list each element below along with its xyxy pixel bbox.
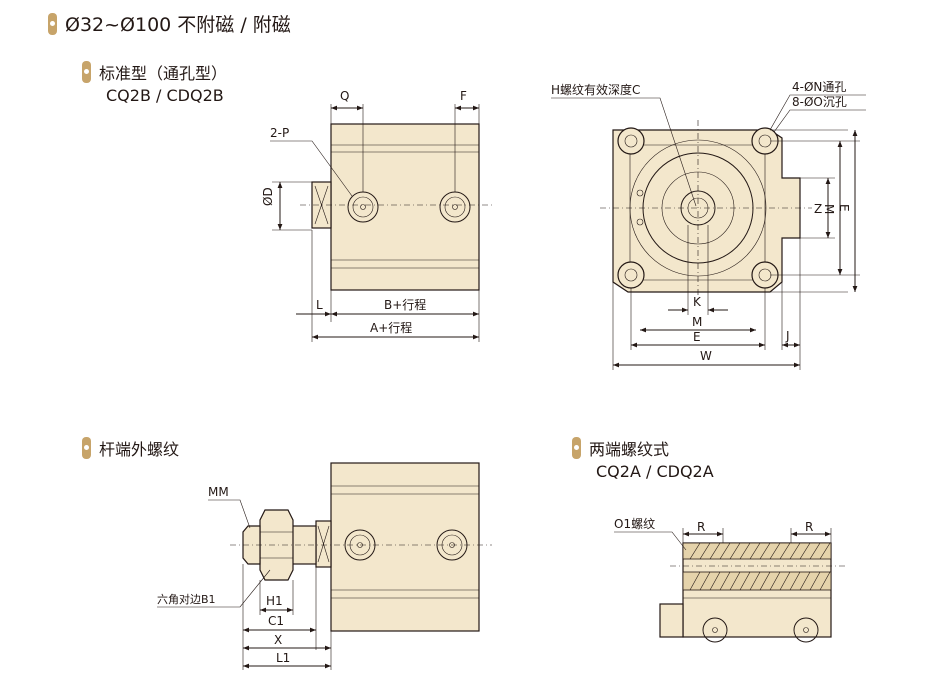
dim-e-vertical: E xyxy=(837,204,851,212)
dim-8o: 8-ØO沉孔 xyxy=(792,95,847,109)
cylinder-body xyxy=(330,462,480,632)
hex-nut xyxy=(259,509,294,581)
standard-side-view: Q F 2-P ØD L B+行程 A+行程 xyxy=(261,89,492,342)
dim-x: X xyxy=(274,633,282,647)
section-rod-end-title: 杆端外螺纹 xyxy=(99,440,180,459)
bullet-icon xyxy=(82,437,91,459)
cylinder-body xyxy=(330,123,480,291)
corner-hole-bl xyxy=(617,261,645,289)
section-both-ends-heading: 两端螺纹式 xyxy=(572,436,669,460)
section-standard-title: 标准型（通孔型） xyxy=(99,64,228,83)
dim-f: F xyxy=(460,89,467,103)
dim-r-right: R xyxy=(805,520,813,534)
rod-stub xyxy=(659,603,684,638)
dim-j: J xyxy=(785,329,790,343)
dim-b-stroke: B+行程 xyxy=(384,297,426,312)
section-standard-heading: 标准型（通孔型） xyxy=(82,60,227,84)
thread-hatching-mid xyxy=(682,571,832,591)
port-circle-left xyxy=(702,617,728,643)
dim-m-horizontal: M xyxy=(692,315,702,329)
bullet-icon xyxy=(82,61,91,83)
dim-o1: O1螺纹 xyxy=(614,517,655,531)
thread-end xyxy=(242,525,261,565)
dim-h-thread: H螺纹有效深度C xyxy=(551,82,640,97)
corner-hole-tl xyxy=(617,127,645,155)
dim-2p: 2-P xyxy=(270,126,289,140)
dim-q: Q xyxy=(340,89,349,103)
page-heading: Ø32~Ø100 不附磁 / 附磁 xyxy=(48,10,291,37)
section-both-ends-title: 两端螺纹式 xyxy=(589,440,670,459)
dim-mm: MM xyxy=(208,485,229,499)
section-both-ends-model: CQ2A / CDQ2A xyxy=(596,462,714,481)
port-circle-left xyxy=(347,191,379,223)
section-standard-model: CQ2B / CDQ2B xyxy=(106,86,224,105)
dim-z: Z xyxy=(814,202,822,216)
dim-m-vertical: M xyxy=(822,204,836,214)
dim-l1: L1 xyxy=(276,651,290,665)
both-ends-view: R R O1螺纹 xyxy=(614,517,845,643)
dim-w: W xyxy=(700,349,712,363)
page-title: Ø32~Ø100 不附磁 / 附磁 xyxy=(65,14,291,36)
rod-end-view: MM 六角对边B1 H1 C1 X L1 xyxy=(157,462,492,670)
port-circle-right xyxy=(436,529,468,561)
dim-e-horizontal: E xyxy=(693,330,701,344)
thread-hatching-top xyxy=(682,542,832,560)
dim-hex: 六角对边B1 xyxy=(157,592,216,606)
port-circle-left xyxy=(344,529,376,561)
dim-c1: C1 xyxy=(268,614,284,628)
dim-od: ØD xyxy=(261,187,275,206)
front-body xyxy=(612,129,801,293)
dim-r-left: R xyxy=(697,520,705,534)
standard-front-view: H螺纹有效深度C 4-ØN通孔 8-ØO沉孔 Z M E K M xyxy=(551,80,866,370)
section-rod-end-heading: 杆端外螺纹 xyxy=(82,436,179,460)
dim-4n: 4-ØN通孔 xyxy=(792,80,846,94)
dim-k: K xyxy=(693,295,702,309)
dim-a-stroke: A+行程 xyxy=(370,320,412,335)
dim-l: L xyxy=(316,298,323,312)
port-circle-right xyxy=(793,617,819,643)
dim-h1: H1 xyxy=(266,594,283,608)
bullet-icon xyxy=(48,12,57,35)
bullet-icon xyxy=(572,437,581,459)
